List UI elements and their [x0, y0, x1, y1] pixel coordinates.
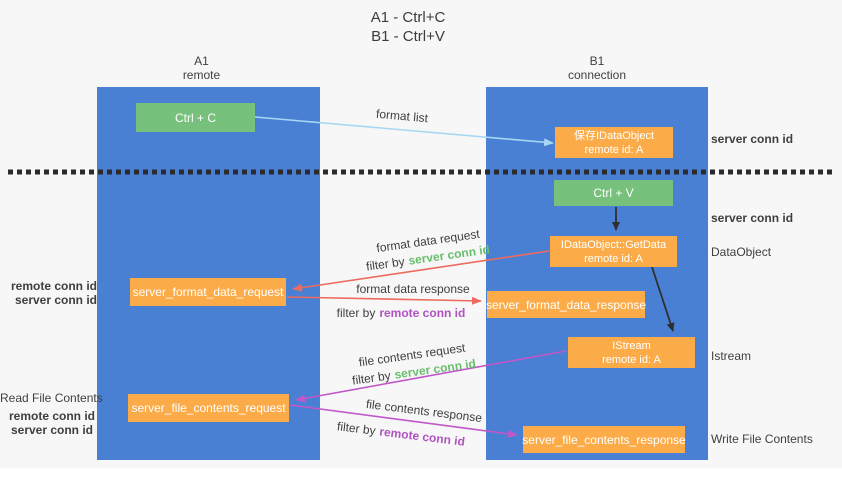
- node-ctrl-c-label: Ctrl + C: [174, 110, 216, 125]
- annotation-server-conn-id-ctrlv: server conn id: [711, 211, 794, 225]
- filter-by-text: filter by: [336, 306, 376, 320]
- node-server-format-data-response: server_format_data_response: [485, 291, 647, 318]
- node-server-file-contents-response: server_file_contents_response: [522, 426, 686, 453]
- annotation-server-conn-id-1: server conn id: [14, 293, 97, 307]
- remote-conn-id-text: remote conn id: [379, 306, 466, 320]
- node-file-request-label: server_file_contents_request: [131, 401, 286, 415]
- lifeline-header-b1: B1 connection: [486, 54, 708, 82]
- node-ctrl-v-label: Ctrl + V: [593, 186, 634, 200]
- label-format-data-response: format data response: [356, 282, 470, 296]
- lifeline-a1-name: A1: [194, 54, 209, 68]
- annotation-istream: Istream: [711, 349, 752, 363]
- node-server-file-contents-request: server_file_contents_request: [128, 394, 289, 422]
- node-istream: IStream remote id: A: [568, 337, 695, 368]
- annotation-dataobject: DataObject: [711, 245, 772, 259]
- diagram-title: A1 - Ctrl+C B1 - Ctrl+V: [371, 8, 446, 46]
- title-line-1: A1 - Ctrl+C: [370, 9, 446, 26]
- annotation-remote-conn-id-2: remote conn id: [8, 409, 95, 423]
- format-data-request-arrow: [292, 250, 550, 292]
- node-getdata-line2: remote id: A: [584, 252, 643, 265]
- annotation-server-conn-id-2: server conn id: [10, 423, 93, 437]
- node-format-request-label: server_format_data_request: [132, 285, 284, 299]
- lifeline-b1-role: connection: [567, 68, 627, 82]
- format-data-response-arrow: [286, 296, 482, 305]
- bottom-margin: [0, 468, 842, 485]
- file-contents-request-arrow: [295, 350, 567, 403]
- node-format-response-label: server_format_data_response: [485, 297, 647, 312]
- node-getdata-line1: IDataObject::GetData: [560, 238, 667, 251]
- node-istream-line1: IStream: [612, 339, 651, 352]
- node-idataobject-getdata: IDataObject::GetData remote id: A: [550, 236, 677, 267]
- lifeline-b1-name: B1: [589, 54, 605, 68]
- node-ctrl-v: Ctrl + V: [554, 180, 673, 206]
- annotation-write-file-contents: Write File Contents: [711, 432, 813, 446]
- getdata-to-istream-arrow: [651, 266, 675, 332]
- annotation-read-file-contents: Read File Contents: [0, 391, 103, 405]
- file-contents-response-arrow: [289, 404, 518, 438]
- node-ctrl-c: Ctrl + C: [136, 103, 255, 132]
- annotation-remote-conn-id-1: remote conn id: [10, 279, 97, 293]
- node-save-dataobject-line2: remote id: A: [584, 143, 644, 156]
- lifeline-header-a1: A1 remote: [90, 54, 313, 82]
- title-line-2: B1 - Ctrl+V: [371, 28, 445, 45]
- node-istream-line2: remote id: A: [602, 353, 661, 366]
- lifeline-a1-role: remote: [182, 68, 221, 82]
- node-save-dataobject: 保存IDataObject remote id: A: [555, 127, 673, 158]
- format-list-arrow: [254, 116, 554, 147]
- node-file-response-label: server_file_contents_response: [522, 432, 686, 447]
- node-server-format-data-request: server_format_data_request: [130, 278, 286, 306]
- annotation-server-conn-id-top: server conn id: [711, 132, 794, 146]
- node-save-dataobject-line1: 保存IDataObject: [573, 129, 655, 142]
